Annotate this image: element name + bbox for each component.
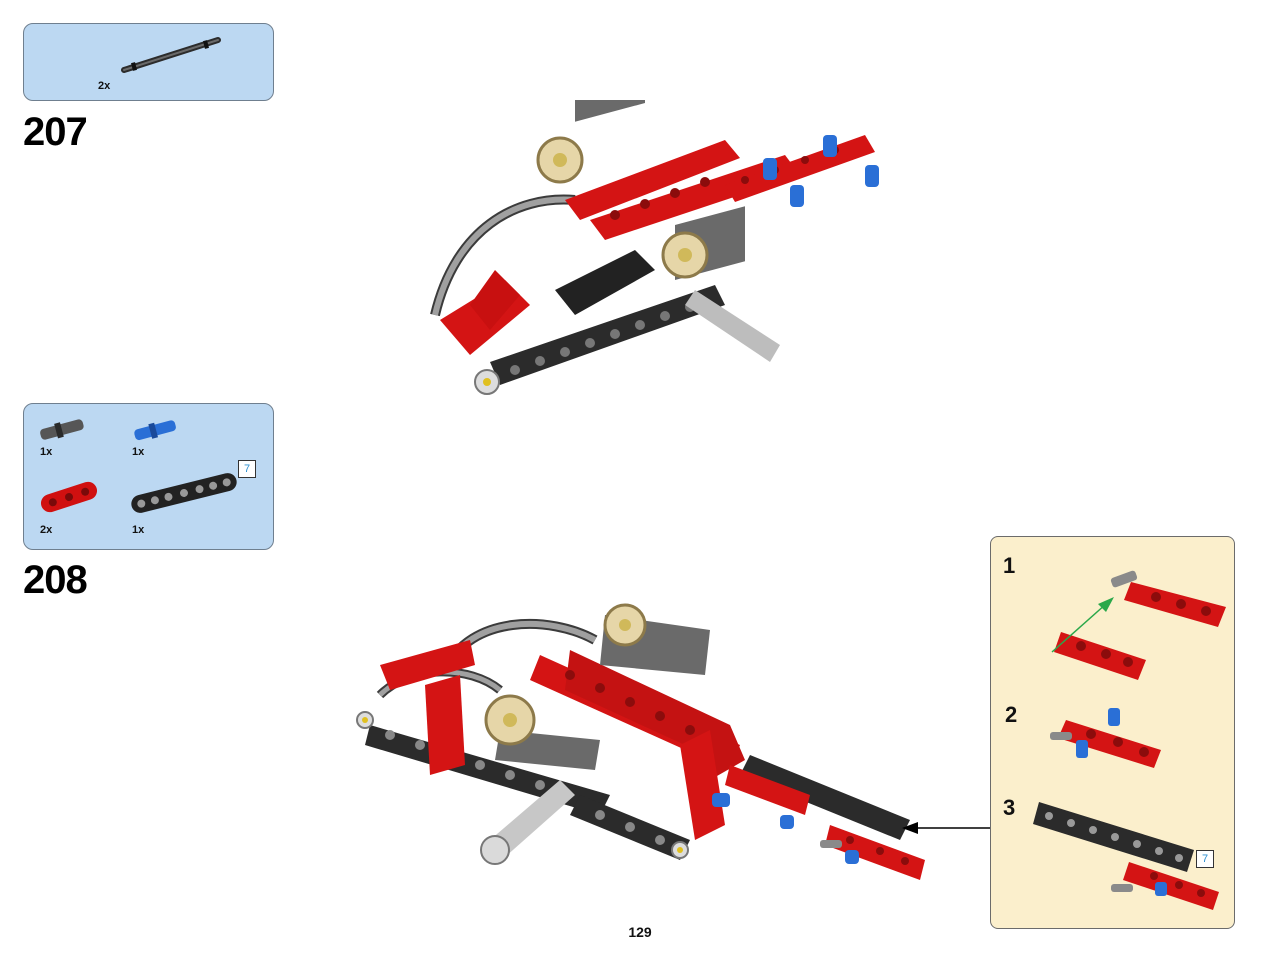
- red-beam-part-icon: [40, 481, 98, 513]
- step-number-207: 207: [23, 110, 88, 154]
- part-quantity: 2x: [40, 524, 53, 536]
- part-quantity: 2x: [98, 80, 111, 92]
- substep-number: 1: [1003, 553, 1016, 578]
- step-number-208: 208: [23, 558, 88, 602]
- axle-part-icon: [121, 37, 221, 73]
- substep-2-illustration: [1050, 708, 1161, 768]
- sub-assembly-box: 1 2 3 7: [990, 536, 1235, 929]
- beam-length-badge: 7: [238, 460, 256, 478]
- page-number: 129: [628, 924, 652, 940]
- substep-1-illustration: [1051, 570, 1226, 680]
- black-beam-part-icon: [131, 473, 237, 513]
- model-illustration-207: [430, 100, 879, 395]
- substep-3-illustration: [1033, 802, 1219, 910]
- part-quantity: 1x: [132, 524, 145, 536]
- beam-length-badge: 7: [1196, 850, 1214, 868]
- axle-pin-part-icon: [134, 420, 176, 441]
- substep-number: 2: [1005, 702, 1018, 727]
- parts-callout-208: 1x 1x 2x 1x 7: [23, 403, 274, 550]
- parts-callout-207: 2x: [23, 23, 274, 101]
- part-quantity: 1x: [132, 446, 145, 458]
- substep-number: 3: [1003, 795, 1016, 820]
- model-illustration-208: [356, 603, 925, 880]
- friction-pin-part-icon: [40, 419, 84, 440]
- part-quantity: 1x: [40, 446, 53, 458]
- assembly-arrow: [902, 822, 995, 834]
